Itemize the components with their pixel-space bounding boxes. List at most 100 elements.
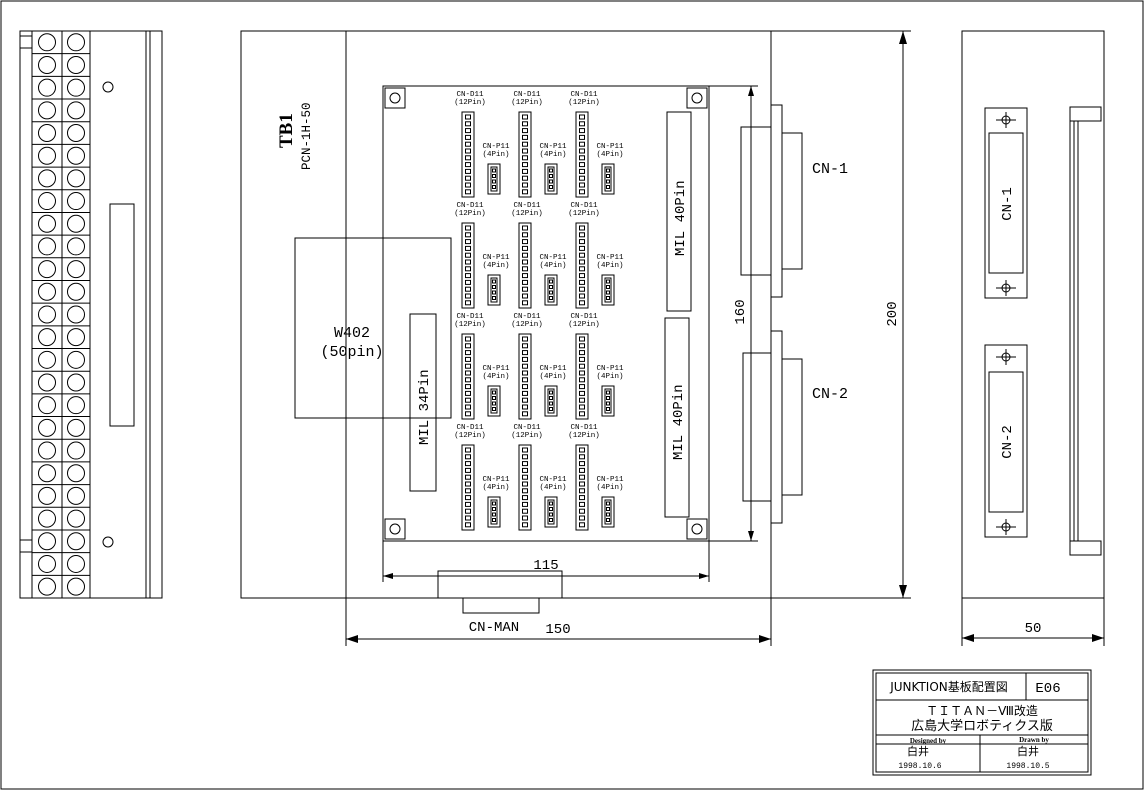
terminal-screw-icon [38,373,56,392]
cn-d11-label: CN-D11 [570,424,598,432]
dimension-115 [382,541,710,582]
cn-d11-pin-count: (12Pin) [511,321,543,329]
cn-d11-connector [518,111,532,198]
title-block: JUNKTION基板配置図 E06 ＴＩＴＡＮ－Ⅷ改造 広島大学ロボティクス版 … [872,669,1092,776]
connector-cell: CN-D11(12Pin) CN-P11(4Pin) [454,202,510,309]
terminal-screw-icon [38,55,56,74]
cn-d11-connector [461,111,475,198]
cn-d11-label: CN-D11 [570,91,598,99]
cn-d11-pin-count: (12Pin) [454,321,486,329]
cn-p11-label: CN-P11 [596,365,624,373]
terminal-screw-icon [67,169,85,188]
terminal-screw-icon [67,282,85,301]
cn-d11-connector [575,444,589,531]
cn-d11-label: CN-D11 [456,91,484,99]
terminal-screw-icon [67,237,85,256]
terminal-screw-icon [67,101,85,120]
terminal-screw-icon [67,305,85,324]
cn-p11-pin-count: (4Pin) [596,151,623,159]
cn-d11-pin-count: (12Pin) [568,321,600,329]
tb1-label: TB1 [276,113,297,148]
terminal-screw-icon [38,532,56,551]
mount-hole [102,536,114,548]
designed-by-label: Designed by [910,737,947,745]
drawn-by-label: Drawn by [1019,736,1049,744]
terminal-screw-icon [67,214,85,233]
cn-d11-cn-p11-connector-grid: CN-D11(12Pin)CN-P11(4Pin)CN-D11(12Pin)CN… [454,91,624,531]
connector-cell: CN-D11(12Pin)CN-P11(4Pin) [568,424,624,531]
cn-2-side-label: CN-2 [1000,425,1016,459]
cn-d11-connector [575,111,589,198]
terminal-screw-icon [67,33,85,52]
cn-d11-connector [575,333,589,420]
title-block-organization: 広島大学ロボティクス版 [911,718,1053,734]
cn-p11-label: CN-P11 [596,476,624,484]
mil-40pin-connector-a [666,111,692,312]
dimension-160 [709,85,758,542]
w402-connector-box [294,237,452,419]
terminal-screw-icon [67,509,85,528]
connector-cell: CN-D11(12Pin)CN-P11(4Pin) [511,91,567,198]
cn-d11-label: CN-D11 [513,202,541,210]
cn-p11-pin-count: (4Pin) [482,484,509,492]
cn-d11-pin-count: (12Pin) [454,432,486,440]
terminal-screws [32,30,90,596]
terminal-screw-icon [38,305,56,324]
terminal-screw-icon [38,418,56,437]
pcb-mount-holes [384,87,708,540]
cn-d11-connector [575,222,589,309]
cn-p11-pin-count: (4Pin) [539,484,566,492]
terminal-screw-icon [38,146,56,165]
terminal-screw-icon [67,373,85,392]
terminal-screw-icon [38,350,56,369]
dimension-200 [771,30,911,599]
terminal-screw-icon [38,169,56,188]
terminal-screw-icon [38,509,56,528]
cn-p11-pin-count: (4Pin) [539,151,566,159]
terminal-screw-icon [38,124,56,143]
cn-p11-label: CN-P11 [539,476,567,484]
mil-34pin-connector [409,313,437,492]
terminal-block-side-view [19,30,163,599]
dimension-150-label: 150 [545,622,570,638]
cn-d11-label: CN-D11 [570,202,598,210]
terminal-screw-icon [67,146,85,165]
cn-p11-pin-count: (4Pin) [482,262,509,270]
connector-cell: CN-D11(12Pin)CN-P11(4Pin) [454,424,510,531]
drawer-name: 白井 [1017,744,1039,758]
cn-p11-label: CN-P11 [482,254,510,262]
cn-d11-pin-count: (12Pin) [568,210,600,218]
dimension-50-label: 50 [1025,621,1042,637]
terminal-screw-icon [67,350,85,369]
cn-d11-pin-count: (12Pin) [568,99,600,107]
cn-p11-pin-count: (4Pin) [482,151,509,159]
mil-40pin-b-label: MIL 40Pin [671,384,687,460]
dimension-50 [961,598,1105,646]
cn-d11-pin-count: (12Pin) [454,210,486,218]
terminal-screw-icon [38,282,56,301]
dimension-160-label: 160 [733,299,749,324]
cn-2-label: CN-2 [812,386,848,403]
cn-p11-label: CN-P11 [596,143,624,151]
connector-cell: CN-D11(12Pin) CN-P11(4Pin) [568,91,624,198]
terminal-screw-icon [67,441,85,460]
terminal-screw-icon [38,214,56,233]
cn-d11-label: CN-D11 [456,202,484,210]
cn-d11-label: CN-D11 [456,313,484,321]
terminal-screw-icon [67,192,85,211]
cn-1-label: CN-1 [812,161,848,178]
terminal-screw-icon [38,396,56,415]
terminal-screw-icon [67,464,85,483]
terminal-screw-icon [38,192,56,211]
cn-d11-connector [461,333,475,420]
cn-d11-connector [518,444,532,531]
terminal-screw-icon [67,418,85,437]
drawn-date: 1998.10.5 [1006,762,1049,771]
mil-40pin-a-label: MIL 40Pin [673,180,689,256]
cn-d11-connector [461,222,475,309]
connector-cell: CN-D11(12Pin)CN-P11(4Pin) [511,202,567,309]
terminal-screw-icon [38,441,56,460]
connector-cell: CN-D11(12Pin)CN-P11(4Pin) [568,202,624,309]
main-board-top-view: TB1 PCN-1H-50 W402 (50pin) MIL 34Pin MIL… [240,30,911,646]
cn-p11-label: CN-P11 [596,254,624,262]
